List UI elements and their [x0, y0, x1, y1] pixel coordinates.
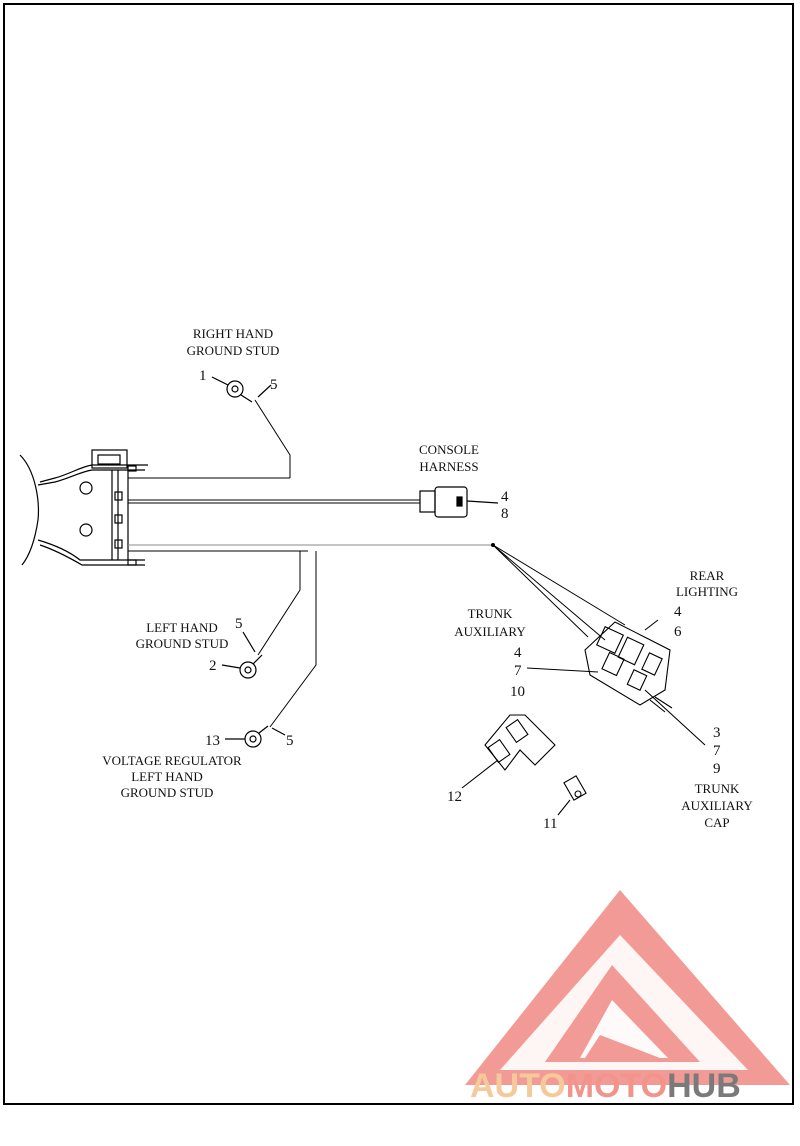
svg-text:7: 7	[713, 743, 721, 759]
frame-section	[19, 449, 148, 566]
svg-text:7: 7	[514, 663, 522, 679]
svg-text:REAR: REAR	[690, 568, 725, 583]
page-border	[3, 3, 794, 1105]
svg-text:GROUND STUD: GROUND STUD	[121, 785, 214, 800]
svg-text:6: 6	[674, 624, 682, 640]
label-console-harness: CONSOLE HARNESS	[419, 442, 479, 474]
svg-text:10: 10	[510, 684, 525, 700]
label-rear-lighting: REAR LIGHTING	[676, 568, 738, 599]
label-right-hand-ground-stud: RIGHT HAND GROUND STUD	[187, 326, 280, 358]
rear-connector-assembly	[526, 619, 706, 746]
svg-text:AUXILIARY: AUXILIARY	[454, 624, 526, 639]
svg-text:LIGHTING: LIGHTING	[676, 584, 738, 599]
svg-text:RIGHT HAND: RIGHT HAND	[193, 326, 273, 341]
wire-junction	[491, 543, 495, 547]
svg-text:LEFT HAND: LEFT HAND	[146, 620, 218, 635]
svg-text:2: 2	[209, 658, 217, 674]
part-12-clip	[461, 714, 556, 789]
svg-text:13: 13	[205, 733, 220, 749]
label-left-hand-ground-stud: LEFT HAND GROUND STUD	[136, 620, 229, 651]
harness-wires	[128, 399, 626, 728]
callout-numbers: 1 5 4 8 4 6 4 7 10 5 2 13 5 3 7 9 12 11	[199, 368, 721, 832]
svg-text:4: 4	[674, 604, 682, 620]
watermark-logo	[465, 890, 790, 1085]
svg-text:3: 3	[713, 725, 721, 741]
svg-text:CONSOLE: CONSOLE	[419, 442, 479, 457]
label-trunk-auxiliary: TRUNK AUXILIARY	[454, 606, 526, 639]
svg-text:1: 1	[199, 368, 207, 384]
lh-ring-terminal	[221, 631, 263, 679]
svg-text:AUXILIARY: AUXILIARY	[681, 798, 753, 813]
vr-ring-terminal	[225, 725, 286, 748]
svg-text:TRUNK: TRUNK	[468, 606, 513, 621]
console-connector	[419, 486, 499, 518]
rh-ring-terminal	[211, 376, 272, 403]
svg-text:8: 8	[501, 506, 509, 522]
svg-text:TRUNK: TRUNK	[695, 781, 740, 796]
svg-text:4: 4	[514, 645, 522, 661]
svg-text:4: 4	[501, 489, 509, 505]
svg-text:9: 9	[713, 761, 721, 777]
svg-text:CAP: CAP	[704, 815, 729, 830]
svg-text:GROUND STUD: GROUND STUD	[136, 636, 229, 651]
part-11-terminal	[557, 775, 587, 816]
svg-text:5: 5	[270, 377, 278, 393]
svg-text:HARNESS: HARNESS	[419, 459, 478, 474]
svg-text:12: 12	[447, 789, 462, 805]
svg-text:VOLTAGE REGULATOR: VOLTAGE REGULATOR	[102, 753, 242, 768]
label-voltage-regulator: VOLTAGE REGULATOR LEFT HAND GROUND STUD	[102, 753, 242, 800]
watermark-text: AUTOMOTOHUB	[470, 1067, 741, 1105]
svg-text:11: 11	[543, 816, 557, 832]
svg-text:5: 5	[286, 733, 294, 749]
label-trunk-auxiliary-cap: TRUNK AUXILIARY CAP	[681, 781, 753, 830]
svg-text:5: 5	[235, 616, 243, 632]
svg-text:GROUND STUD: GROUND STUD	[187, 343, 280, 358]
svg-text:LEFT HAND: LEFT HAND	[131, 769, 203, 784]
